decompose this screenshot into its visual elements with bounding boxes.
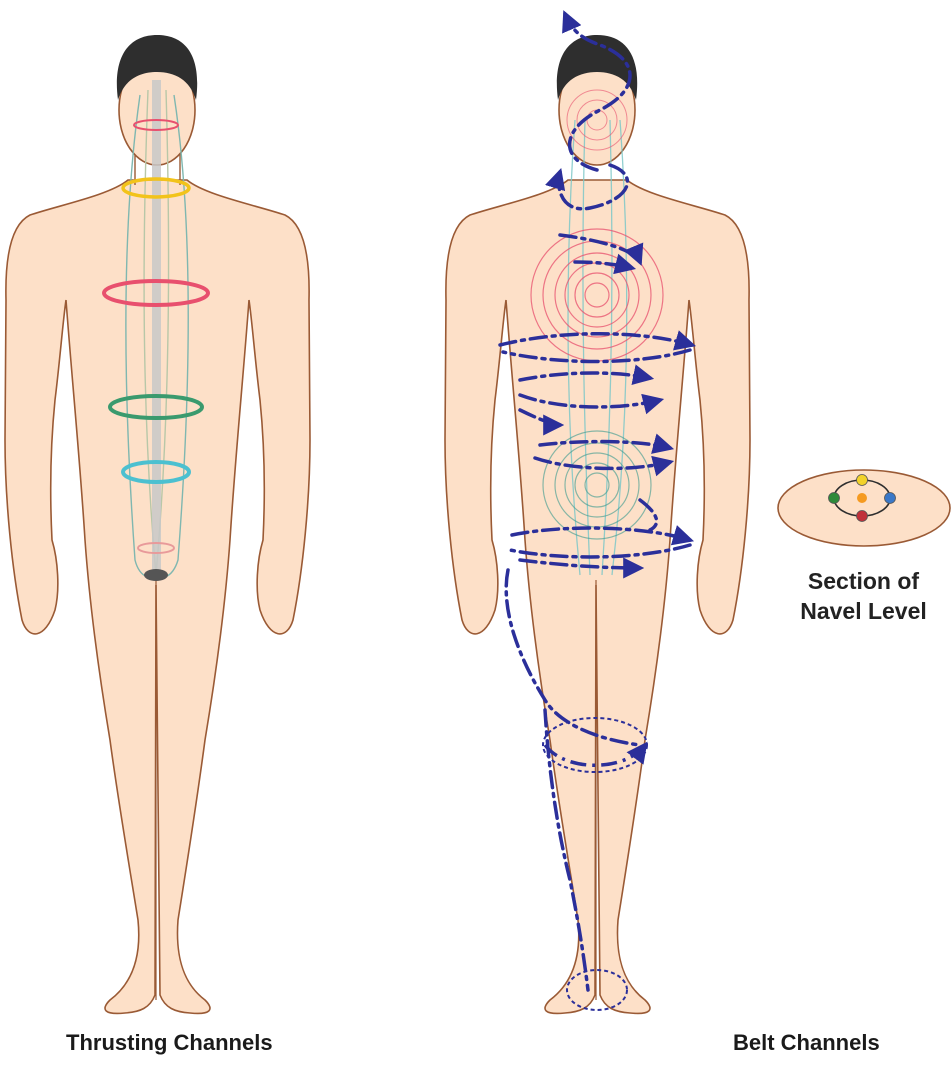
red-channel-dot	[857, 511, 868, 522]
groin-dot	[144, 569, 168, 581]
right-body	[445, 180, 750, 1013]
center-channel-dot	[857, 493, 867, 503]
right-figure	[445, 14, 750, 1013]
left-central-channel	[152, 80, 161, 580]
belt-channels-caption: Belt Channels	[733, 1030, 880, 1056]
thrusting-channels-caption: Thrusting Channels	[66, 1030, 273, 1056]
blue-channel-dot	[885, 493, 896, 504]
navel-section-diagram	[778, 470, 950, 546]
section-caption-line1: Section of	[776, 566, 951, 596]
section-caption: Section of Navel Level	[776, 566, 951, 626]
green-channel-dot	[829, 493, 840, 504]
section-caption-line2: Navel Level	[776, 596, 951, 626]
yellow-channel-dot	[857, 475, 868, 486]
left-figure	[5, 35, 310, 1013]
